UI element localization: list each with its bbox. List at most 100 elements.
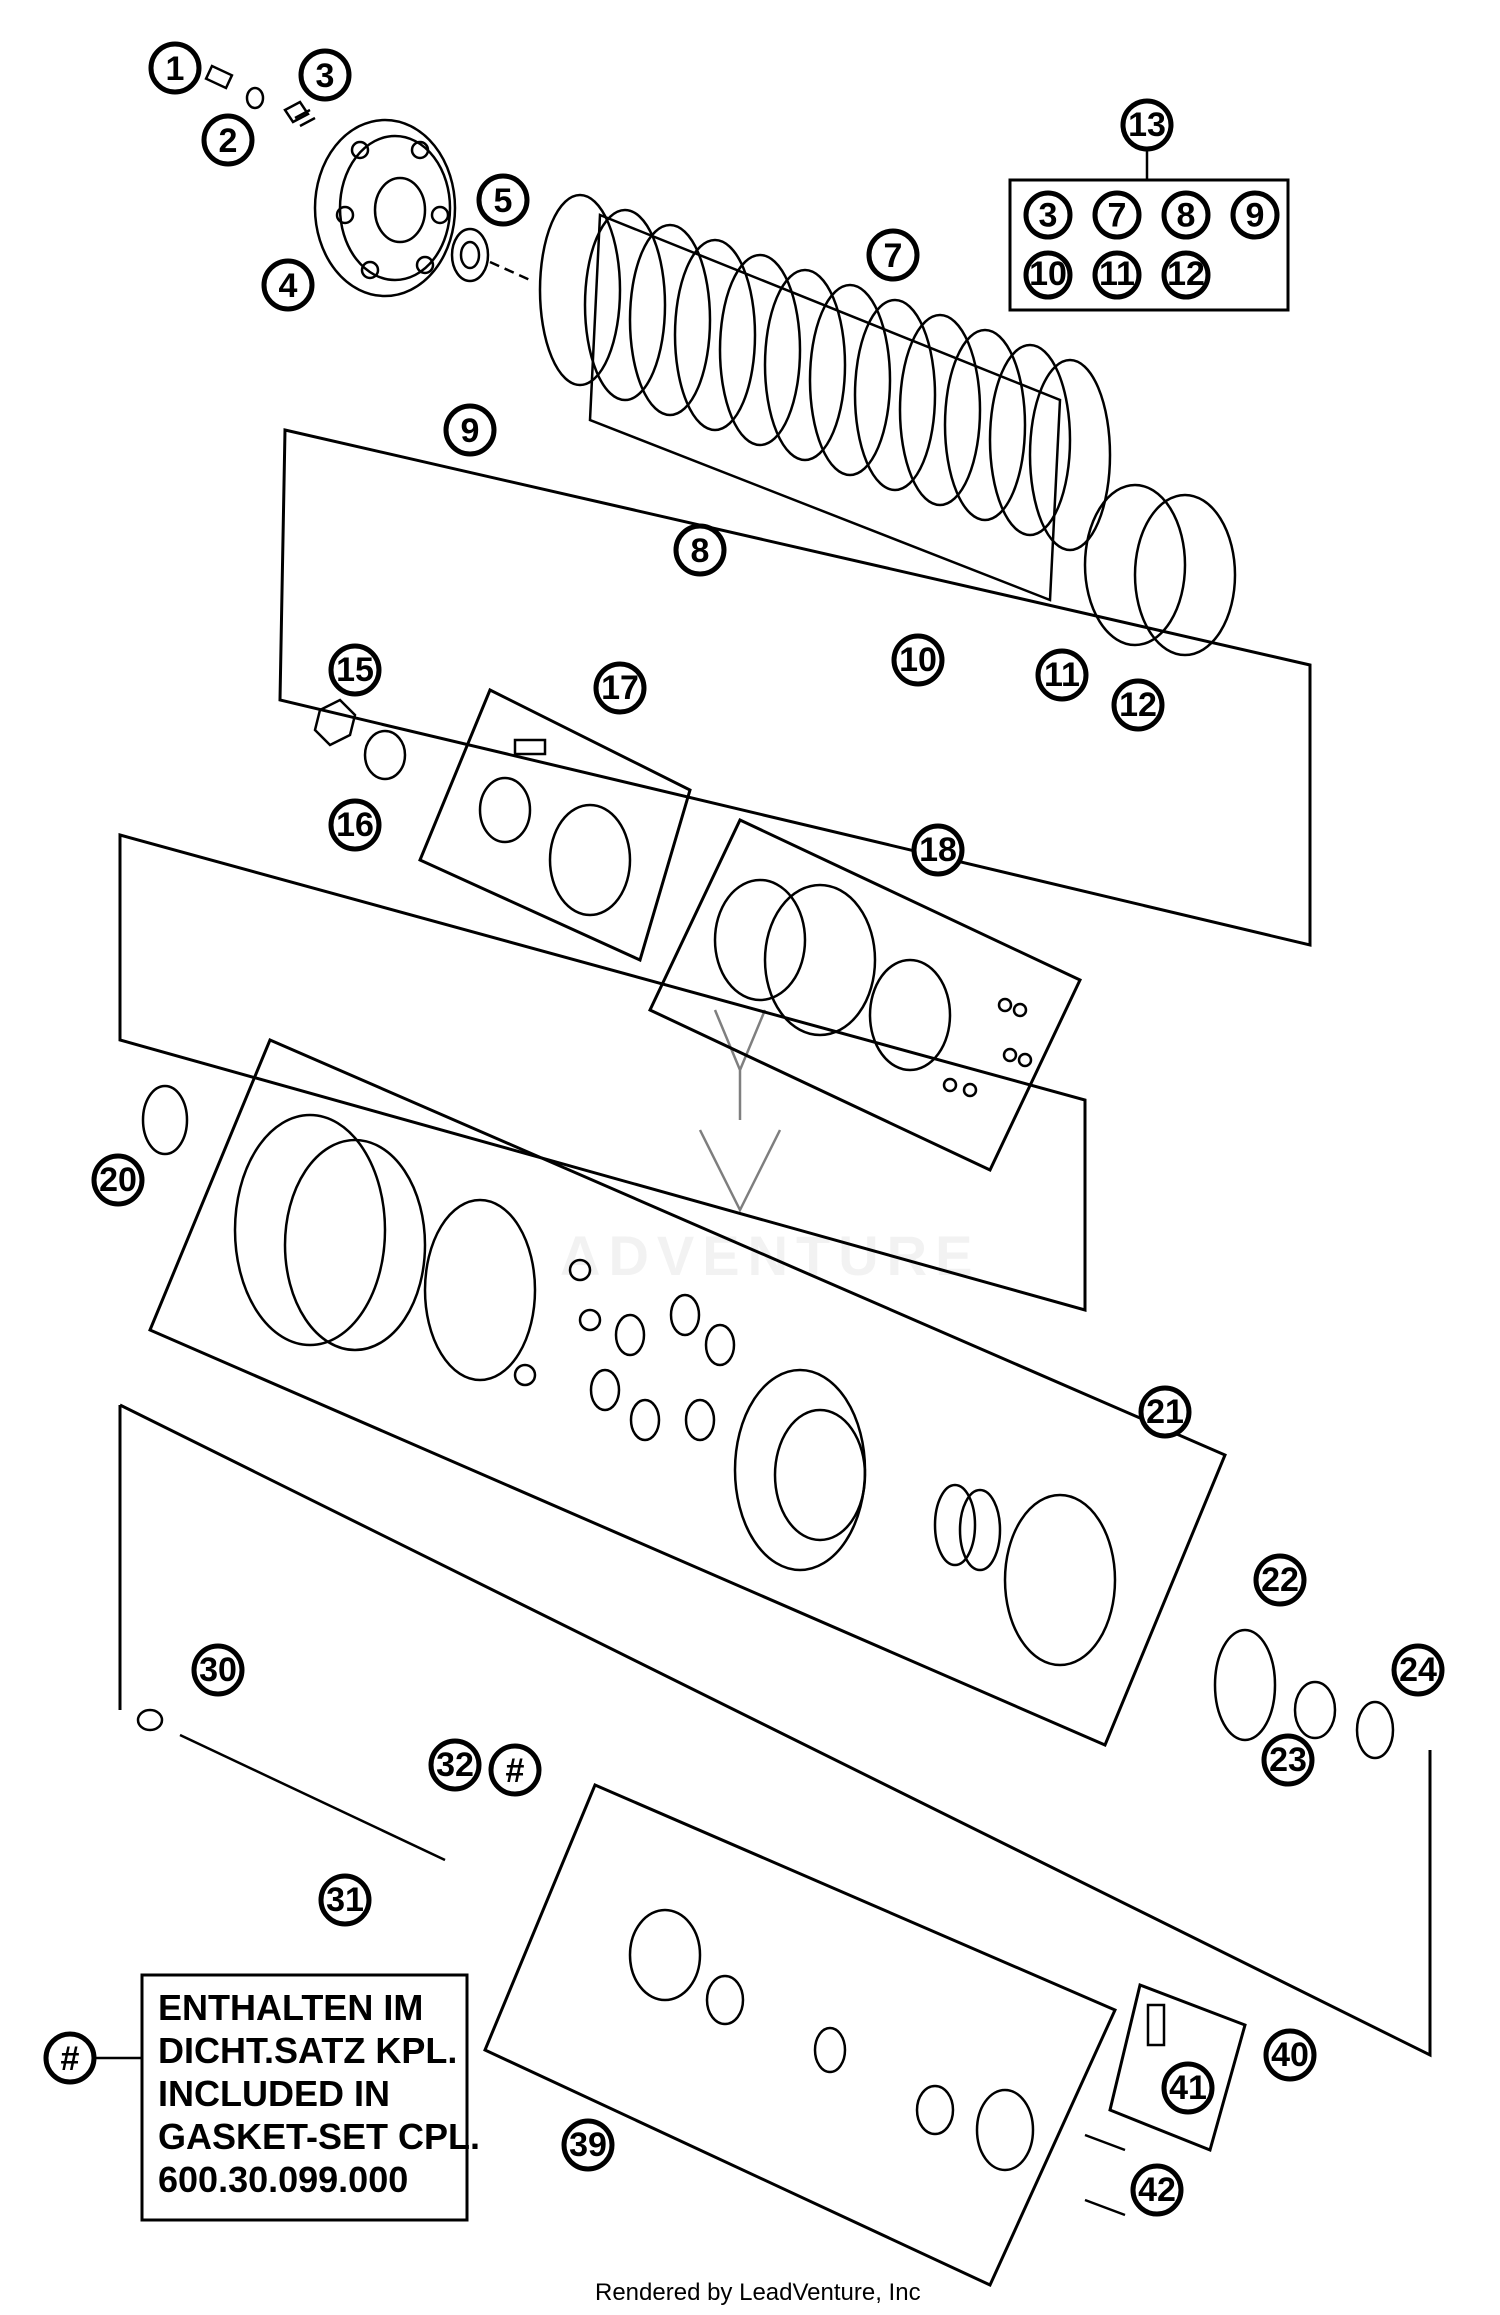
callout-9-label: 9 (461, 412, 480, 450)
callout-41-circle (1161, 2061, 1215, 2115)
washer-16-drawing (363, 729, 407, 781)
kit-13-item-11-label: 11 (1099, 255, 1135, 293)
callout-24[interactable]: 24 (1391, 1643, 1445, 1697)
callout-31[interactable]: 31 (318, 1873, 372, 1927)
note-line-1: ENTHALTEN IM (158, 1987, 423, 2028)
callout-30-label: 30 (199, 1651, 237, 1689)
callout-40[interactable]: 40 (1263, 2028, 1317, 2082)
callout-4-circle (261, 258, 315, 312)
callout-2[interactable]: 2 (201, 113, 255, 167)
kit-13-item-8-label: 8 (1177, 197, 1196, 235)
inner-hub-18-box (648, 818, 1082, 1172)
callout-12-circle (1111, 678, 1165, 732)
callout-39[interactable]: 39 (561, 2118, 615, 2172)
callout-30-circle (191, 1643, 245, 1697)
callout-gasket-set-label: # (506, 1752, 525, 1790)
callout-22-label: 22 (1261, 1561, 1299, 1599)
callout-21-label: 21 (1146, 1393, 1184, 1431)
callout-8[interactable]: 8 (673, 523, 727, 577)
screw-1-drawing (204, 64, 234, 90)
callout-15-circle (328, 643, 382, 697)
callout-21-circle (1138, 1385, 1192, 1439)
callout-13-label: 13 (1128, 106, 1166, 144)
callout-18-circle (911, 823, 965, 877)
kit-13-item-11[interactable]: 11 (1092, 250, 1142, 300)
callout-11-label: 11 (1044, 656, 1080, 694)
kit-13-item-12[interactable]: 12 (1161, 250, 1211, 300)
callout-gasket-set-note-label: # (61, 2040, 80, 2078)
callout-32-circle (428, 1738, 482, 1792)
callout-15[interactable]: 15 (328, 643, 382, 697)
kit-13-item-9[interactable]: 9 (1230, 190, 1280, 240)
screws-42-drawing (1084, 2133, 1126, 2217)
callout-2-label: 2 (219, 122, 238, 160)
callout-gasket-set-note[interactable]: # (43, 2031, 97, 2085)
footer-credit: Rendered by LeadVenture, Inc (595, 2279, 921, 2306)
callout-21[interactable]: 21 (1138, 1385, 1192, 1439)
callout-17[interactable]: 17 (593, 661, 647, 715)
clutch-disk-pack (538, 193, 1237, 657)
damper-17-box (418, 687, 692, 963)
kit-13-item-3[interactable]: 3 (1023, 190, 1073, 240)
callout-22-circle (1253, 1553, 1307, 1607)
callout-13[interactable]: 13 (1120, 98, 1174, 152)
callout-16[interactable]: 16 (328, 798, 382, 852)
kit-13-item-10-circle (1023, 250, 1073, 300)
callout-23[interactable]: 23 (1261, 1733, 1315, 1787)
callout-41-label: 41 (1169, 2069, 1207, 2107)
note-line-2: DICHT.SATZ KPL. (158, 2030, 457, 2071)
callout-10-label: 10 (899, 641, 937, 679)
callout-16-circle (328, 798, 382, 852)
kit-13-item-3-label: 3 (1039, 197, 1058, 235)
kit-13-item-3-circle (1023, 190, 1073, 240)
pushrod-frame (118, 1403, 1432, 2058)
kit-13-item-10[interactable]: 10 (1023, 250, 1073, 300)
outer-basket-frame (118, 833, 1087, 1312)
kit-13-item-7[interactable]: 7 (1092, 190, 1142, 240)
callout-7-circle (866, 228, 920, 282)
callout-39-label: 39 (569, 2126, 607, 2164)
kit-13-item-8[interactable]: 8 (1161, 190, 1211, 240)
callout-20[interactable]: 20 (91, 1153, 145, 1207)
callout-3[interactable]: 3 (298, 48, 352, 102)
callout-17-label: 17 (601, 669, 639, 707)
washer-24-drawing (1355, 1700, 1395, 1760)
callout-5[interactable]: 5 (476, 173, 530, 227)
callout-30[interactable]: 30 (191, 1643, 245, 1697)
callout-8-circle (673, 523, 727, 577)
callout-gasket-set[interactable]: # (488, 1743, 542, 1797)
callout-23-circle (1261, 1733, 1315, 1787)
note-line-3: INCLUDED IN (158, 2073, 390, 2114)
callout-10[interactable]: 10 (891, 633, 945, 687)
gear-22-drawing (1213, 1628, 1277, 1742)
kit-13-item-12-label: 12 (1167, 255, 1205, 293)
ring-11-drawing (1083, 483, 1187, 647)
kit-13-item-8-circle (1161, 190, 1211, 240)
spring-3-drawing (283, 100, 316, 128)
callout-18-label: 18 (919, 831, 957, 869)
callout-39-circle (561, 2118, 615, 2172)
pressure-plate-group (204, 64, 531, 298)
callout-42[interactable]: 42 (1130, 2163, 1184, 2217)
callout-32[interactable]: 32 (428, 1738, 482, 1792)
callout-1[interactable]: 1 (148, 41, 202, 95)
callout-24-label: 24 (1399, 1651, 1437, 1689)
callout-5-circle (476, 173, 530, 227)
callout-22[interactable]: 22 (1253, 1553, 1307, 1607)
callout-4[interactable]: 4 (261, 258, 315, 312)
callout-9[interactable]: 9 (443, 403, 497, 457)
callout-41[interactable]: 41 (1161, 2061, 1215, 2115)
needle-bearing-23-drawing (1293, 1680, 1337, 1740)
callout-gasket-set-note-circle (43, 2031, 97, 2085)
callout-32-label: 32 (436, 1746, 474, 1784)
callout-18[interactable]: 18 (911, 823, 965, 877)
callout-11[interactable]: 11 (1035, 648, 1089, 702)
callout-12-label: 12 (1119, 686, 1157, 724)
washer-20-drawing (141, 1084, 189, 1156)
callout-7[interactable]: 7 (866, 228, 920, 282)
callout-12[interactable]: 12 (1111, 678, 1165, 732)
callout-42-circle (1130, 2163, 1184, 2217)
callout-20-circle (91, 1153, 145, 1207)
bleeder-40-box (1108, 1982, 1247, 2153)
callout-4-label: 4 (279, 267, 298, 305)
